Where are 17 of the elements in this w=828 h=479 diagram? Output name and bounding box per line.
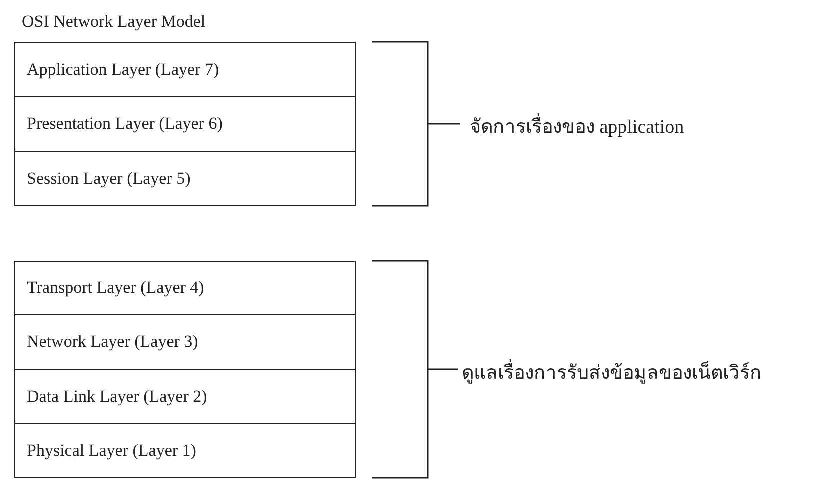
diagram-title: OSI Network Layer Model xyxy=(22,12,206,32)
layer-name: Transport Layer (Layer 4) xyxy=(27,278,204,298)
bracket-label: จัดการเรื่องของ application xyxy=(470,111,684,141)
bracket-label: ดูแลเรื่องการรับส่งข้อมูลของเน็ตเวิร์ก xyxy=(462,356,762,386)
layer-box xyxy=(14,152,356,206)
layer-box xyxy=(14,261,356,315)
layer-box xyxy=(14,97,356,152)
layer-name: Presentation Layer (Layer 6) xyxy=(27,114,223,134)
layer-name: Network Layer (Layer 3) xyxy=(27,332,198,352)
layer-box xyxy=(14,42,356,97)
layer-name: Physical Layer (Layer 1) xyxy=(27,440,196,460)
layer-box xyxy=(14,370,356,424)
layer-box xyxy=(14,424,356,478)
layer-box xyxy=(14,315,356,370)
layer-name: Application Layer (Layer 7) xyxy=(27,60,220,80)
layer-name: Session Layer (Layer 5) xyxy=(27,168,191,188)
layer-name: Data Link Layer (Layer 2) xyxy=(27,386,208,406)
